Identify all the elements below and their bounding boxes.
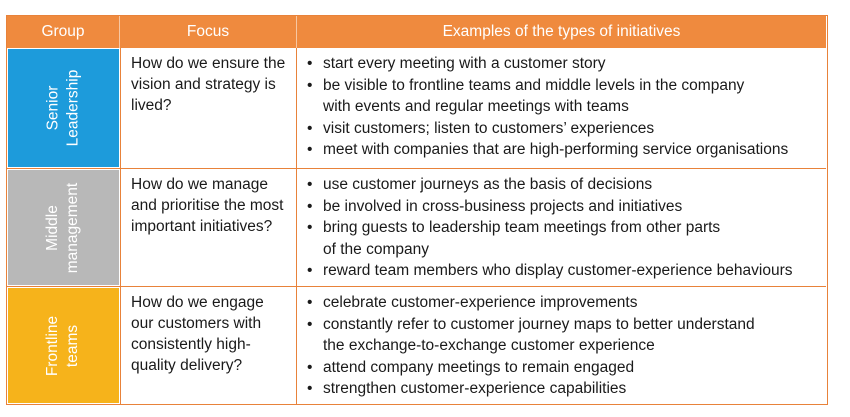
header-group: Group [7,16,120,48]
table-row-frontline-teams: Frontline teams How do we engage our cus… [7,286,826,404]
focus-cell: How do we manage and prioritise the most… [120,169,297,286]
table-row-senior-leadership: Senior Leadership How do we ensure the v… [7,48,826,168]
examples-cell: celebrate customer-experience improvemen… [297,287,826,404]
list-item: strengthen customer-experience capabilit… [307,378,820,400]
examples-list: celebrate customer-experience improvemen… [307,292,820,400]
examples-cell: use customer journeys as the basis of de… [297,169,826,286]
list-item: attend company meetings to remain engage… [307,357,820,379]
list-item: visit customers; listen to customers’ ex… [307,118,820,140]
list-item: be involved in cross-business projects a… [307,196,820,218]
group-cell-frontline-teams: Frontline teams [8,288,119,403]
list-item: be visible to frontline teams and middle… [307,75,820,118]
examples-list: use customer journeys as the basis of de… [307,174,820,282]
examples-cell: start every meeting with a customer stor… [297,48,826,168]
group-cell-senior-leadership: Senior Leadership [8,49,119,167]
group-label-line2: teams [64,324,82,367]
list-item: reward team members who display customer… [307,260,820,282]
header-examples: Examples of the types of initiatives [297,16,826,48]
group-label-line2: management [64,182,82,273]
group-label-line1: Senior [44,85,62,131]
table-row-middle-management: Middle management How do we manage and p… [7,168,826,286]
list-item: meet with companies that are high-perfor… [307,139,820,161]
examples-list: start every meeting with a customer stor… [307,53,820,161]
group-label-line2: Leadership [64,69,82,147]
group-label-line1: Middle [44,204,62,251]
group-label: Middle management [43,182,83,272]
group-cell-middle-management: Middle management [8,170,119,285]
initiatives-table: Group Focus Examples of the types of ini… [6,15,828,405]
group-label: Frontline teams [44,315,84,375]
list-item: use customer journeys as the basis of de… [307,174,820,196]
focus-cell: How do we engage our customers with cons… [120,287,297,404]
focus-cell: How do we ensure the vision and strategy… [120,48,297,168]
group-label: Senior Leadership [43,70,83,147]
header-focus: Focus [120,16,297,48]
list-item: celebrate customer-experience improvemen… [307,292,820,314]
list-item: bring guests to leadership team meetings… [307,217,820,260]
list-item: start every meeting with a customer stor… [307,53,820,75]
group-label-line1: Frontline [44,315,62,376]
list-item: constantly refer to customer journey map… [307,314,820,357]
